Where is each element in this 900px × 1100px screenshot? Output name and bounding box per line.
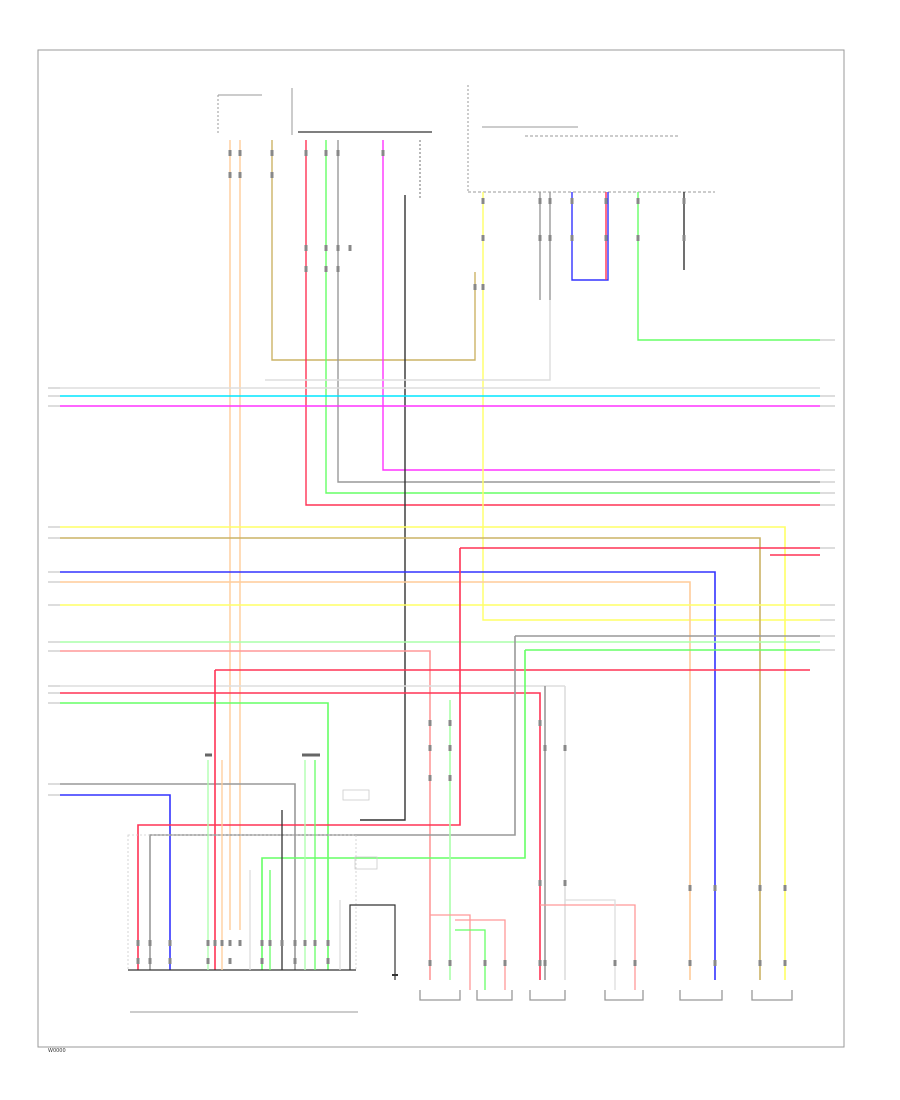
speaker-ticks xyxy=(428,720,787,966)
top-center-connector xyxy=(291,88,432,135)
horizontal-buses xyxy=(60,387,820,980)
diagram-frame xyxy=(37,49,845,1048)
upper-vertical-wires xyxy=(229,140,820,930)
footer-code: W0000 xyxy=(48,1048,66,1054)
mid-splice-connectors xyxy=(205,753,378,870)
speaker-row xyxy=(419,899,793,1001)
top-left-connector xyxy=(217,94,262,135)
right-edge-ticks xyxy=(820,339,835,651)
left-edge-ticks xyxy=(48,387,60,796)
control-unit xyxy=(127,760,358,1013)
rear-ground xyxy=(349,904,398,980)
upper-connector-ticks xyxy=(228,150,686,290)
top-right-connector xyxy=(467,85,715,193)
